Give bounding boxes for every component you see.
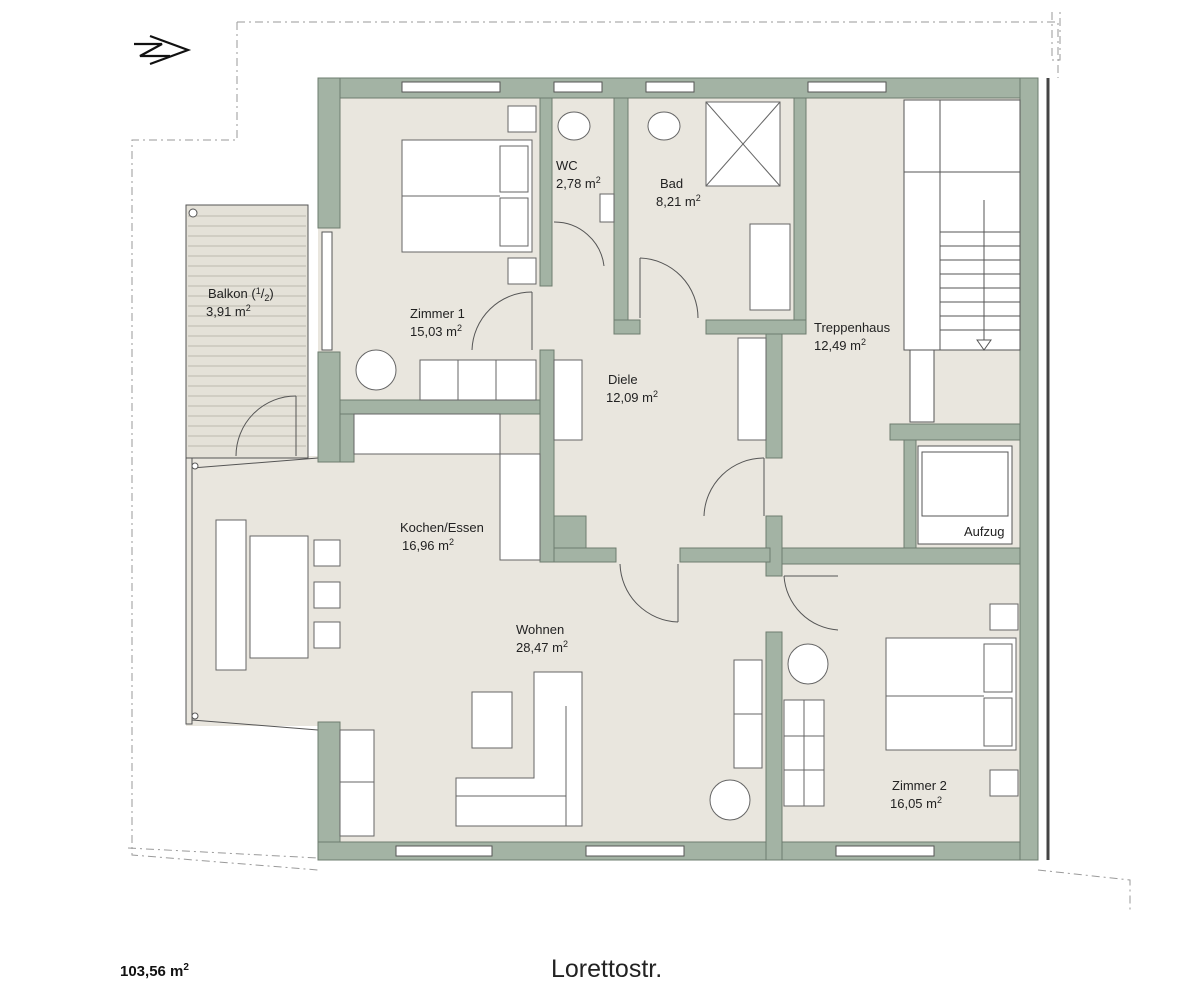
room-labels: Zimmer 1 15,03 m2 WC 2,78 m2 Bad 8,21 m2… [206,158,1004,811]
zimmer2-area: 16,05 m2 [890,795,942,811]
site-outline [127,12,1131,910]
bad-name: Bad [660,176,683,191]
treppenhaus-name: Treppenhaus [814,320,891,335]
wohnen-area: 28,47 m2 [516,639,568,655]
glazing [185,457,319,731]
staircase [903,99,1021,423]
balcony [185,204,309,459]
north-arrow-icon [134,34,192,66]
windows [321,81,935,857]
diele-area: 12,09 m2 [606,389,658,405]
furniture [215,101,1019,837]
aufzug-name: Aufzug [964,524,1004,539]
kochen-area: 16,96 m2 [402,537,454,553]
door-swings [235,221,839,631]
zimmer1-area: 15,03 m2 [410,323,462,339]
elevator [917,445,1013,545]
balkon-area: 3,91 m2 [206,303,251,319]
treppenhaus-area: 12,49 m2 [814,337,866,353]
zimmer2-name: Zimmer 2 [892,778,947,793]
street-name: Lorettostr. [551,955,663,983]
wohnen-name: Wohnen [516,622,564,637]
bad-area: 8,21 m2 [656,193,701,209]
total-area: 103,56 m2 [120,962,189,980]
kochen-name: Kochen/Essen [400,520,484,535]
wc-name: WC [556,158,578,173]
zimmer1-name: Zimmer 1 [410,306,465,321]
walls [317,77,1039,861]
wc-area: 2,78 m2 [556,175,601,191]
diele-name: Diele [608,372,638,387]
balkon-name: Balkon (1/2) [208,286,274,303]
